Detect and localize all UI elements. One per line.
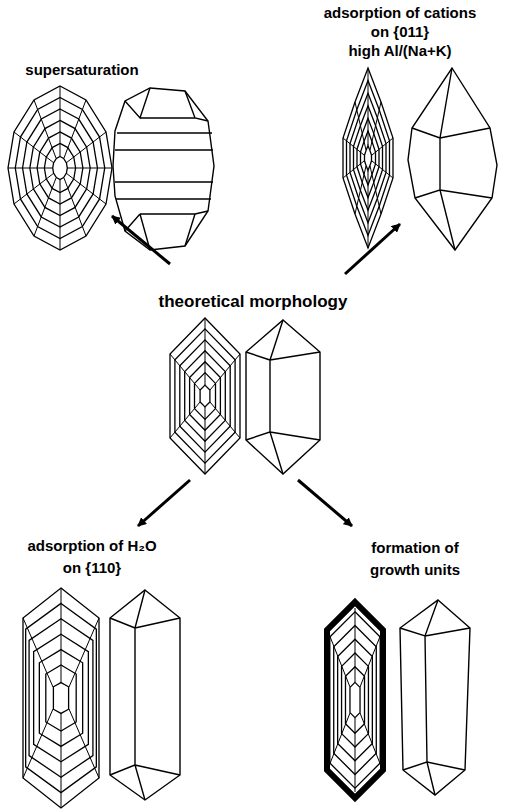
sector-boundary xyxy=(23,588,99,808)
sector-boundary xyxy=(329,608,381,792)
arrow xyxy=(298,480,352,526)
crystal-morphology xyxy=(113,88,214,250)
zone xyxy=(200,385,210,407)
crystal-outline xyxy=(246,320,320,474)
crystal-morphology xyxy=(408,68,497,250)
growth-zoning xyxy=(170,318,240,474)
crystal-outline xyxy=(110,590,180,800)
crystal-morphology xyxy=(110,590,180,800)
zone xyxy=(343,68,393,248)
zone xyxy=(170,318,240,474)
figure-label: theoretical morphology xyxy=(159,292,348,312)
growth-zoning xyxy=(23,588,99,808)
crystal-morphology xyxy=(246,320,320,474)
growth-zoning xyxy=(343,68,393,248)
crystal-edges xyxy=(110,590,180,800)
zone xyxy=(350,682,360,717)
arrow xyxy=(345,224,400,274)
crystal-edges xyxy=(400,600,470,795)
crystal-outline xyxy=(400,600,470,795)
zone xyxy=(53,683,68,714)
crystal-outline xyxy=(113,88,214,250)
figure-label: formation of xyxy=(371,539,459,556)
zone xyxy=(53,157,68,180)
zone xyxy=(23,588,99,808)
sector-boundary xyxy=(170,318,240,474)
sector-boundary xyxy=(8,86,112,250)
growth-zoning xyxy=(327,602,383,798)
arrow xyxy=(112,216,170,264)
crystal-morphology xyxy=(400,600,470,795)
arrow xyxy=(138,480,190,526)
arrows xyxy=(112,216,400,526)
growth-zoning xyxy=(8,86,112,250)
zone xyxy=(328,605,382,795)
crystal-edges xyxy=(412,68,492,250)
zone xyxy=(8,86,112,250)
figure-label: high Al/(Na+K) xyxy=(348,42,451,59)
crystal-edges xyxy=(246,320,320,474)
dark-outer-band xyxy=(327,602,383,798)
figure-label: growth units xyxy=(370,561,460,578)
figure-label: adsorption of H₂O xyxy=(27,537,156,554)
figure-label: adsorption of cations xyxy=(324,4,477,21)
figure-label: supersaturation xyxy=(25,61,138,78)
figure-label: on {110} xyxy=(63,559,121,576)
crystal-outline xyxy=(408,68,497,250)
sector-boundary xyxy=(343,68,393,248)
figure-label: on {011} xyxy=(371,23,429,40)
crystal-edges xyxy=(115,88,213,250)
